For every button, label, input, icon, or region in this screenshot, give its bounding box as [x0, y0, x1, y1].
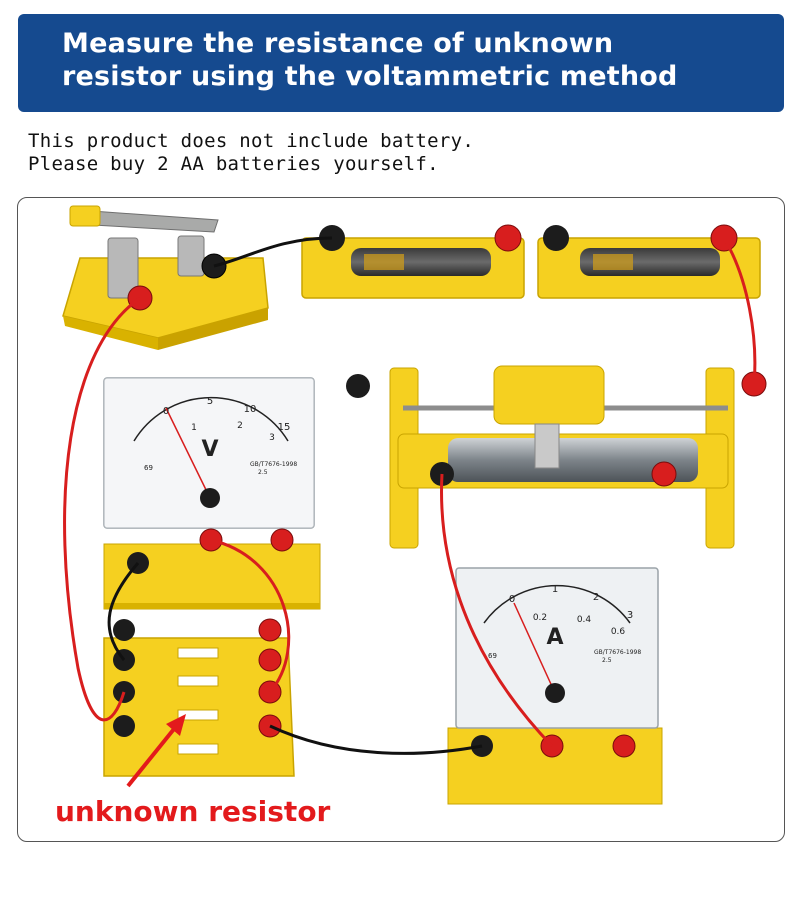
ammeter-subtick-0.4: 0.4	[577, 615, 592, 625]
wires	[63, 236, 757, 755]
product-photo: V 0 5 10 15 1 2 3 69 GB/T7676-1998 2.5 A…	[17, 197, 785, 842]
voltmeter-letter: V	[201, 437, 218, 462]
knife-switch	[62, 205, 269, 350]
ammeter-tick-3: 3	[627, 610, 633, 621]
callout-arrow	[126, 714, 186, 788]
voltmeter-subtick-3: 3	[269, 433, 275, 443]
ammeter-tick-1: 1	[552, 584, 558, 595]
ammeter-letter: A	[546, 625, 563, 650]
battery-holder	[301, 224, 761, 299]
voltmeter-tick-10: 10	[244, 404, 257, 415]
ammeter-subtick-0.6: 0.6	[611, 627, 626, 637]
ammeter-model: 69	[488, 652, 497, 660]
notice-line-1: This product does not include battery.	[28, 130, 475, 152]
voltmeter-subtick-1: 1	[191, 423, 197, 433]
ammeter-subtick-0.2: 0.2	[533, 613, 547, 623]
voltmeter-subtick-2: 2	[237, 421, 243, 431]
apparatus-illustration: V 0 5 10 15 1 2 3 69 GB/T7676-1998 2.5 A…	[62, 205, 767, 805]
title-line-1: Measure the resistance of unknown	[62, 28, 614, 59]
voltmeter-standard: GB/T7676-1998	[250, 461, 297, 468]
voltmeter	[103, 377, 321, 610]
notice-line-2: Please buy 2 AA batteries yourself.	[28, 153, 439, 175]
ammeter	[447, 567, 663, 805]
resistor-board	[103, 618, 295, 777]
ammeter-grade: 2.5	[602, 657, 612, 664]
unknown-resistor-label: unknown resistor	[55, 795, 331, 828]
ammeter-tick-0: 0	[509, 594, 515, 605]
voltmeter-model: 69	[144, 464, 153, 472]
voltmeter-grade: 2.5	[258, 469, 268, 476]
voltmeter-tick-15: 15	[278, 422, 291, 433]
voltmeter-tick-0: 0	[163, 406, 169, 417]
title-banner: Measure the resistance of unknown resist…	[18, 14, 784, 112]
ammeter-standard: GB/T7676-1998	[594, 649, 641, 656]
sliding-rheostat	[346, 365, 767, 549]
ammeter-tick-2: 2	[593, 592, 599, 603]
title-line-2: resistor using the voltammetric method	[62, 61, 678, 92]
voltmeter-tick-5: 5	[207, 396, 213, 407]
